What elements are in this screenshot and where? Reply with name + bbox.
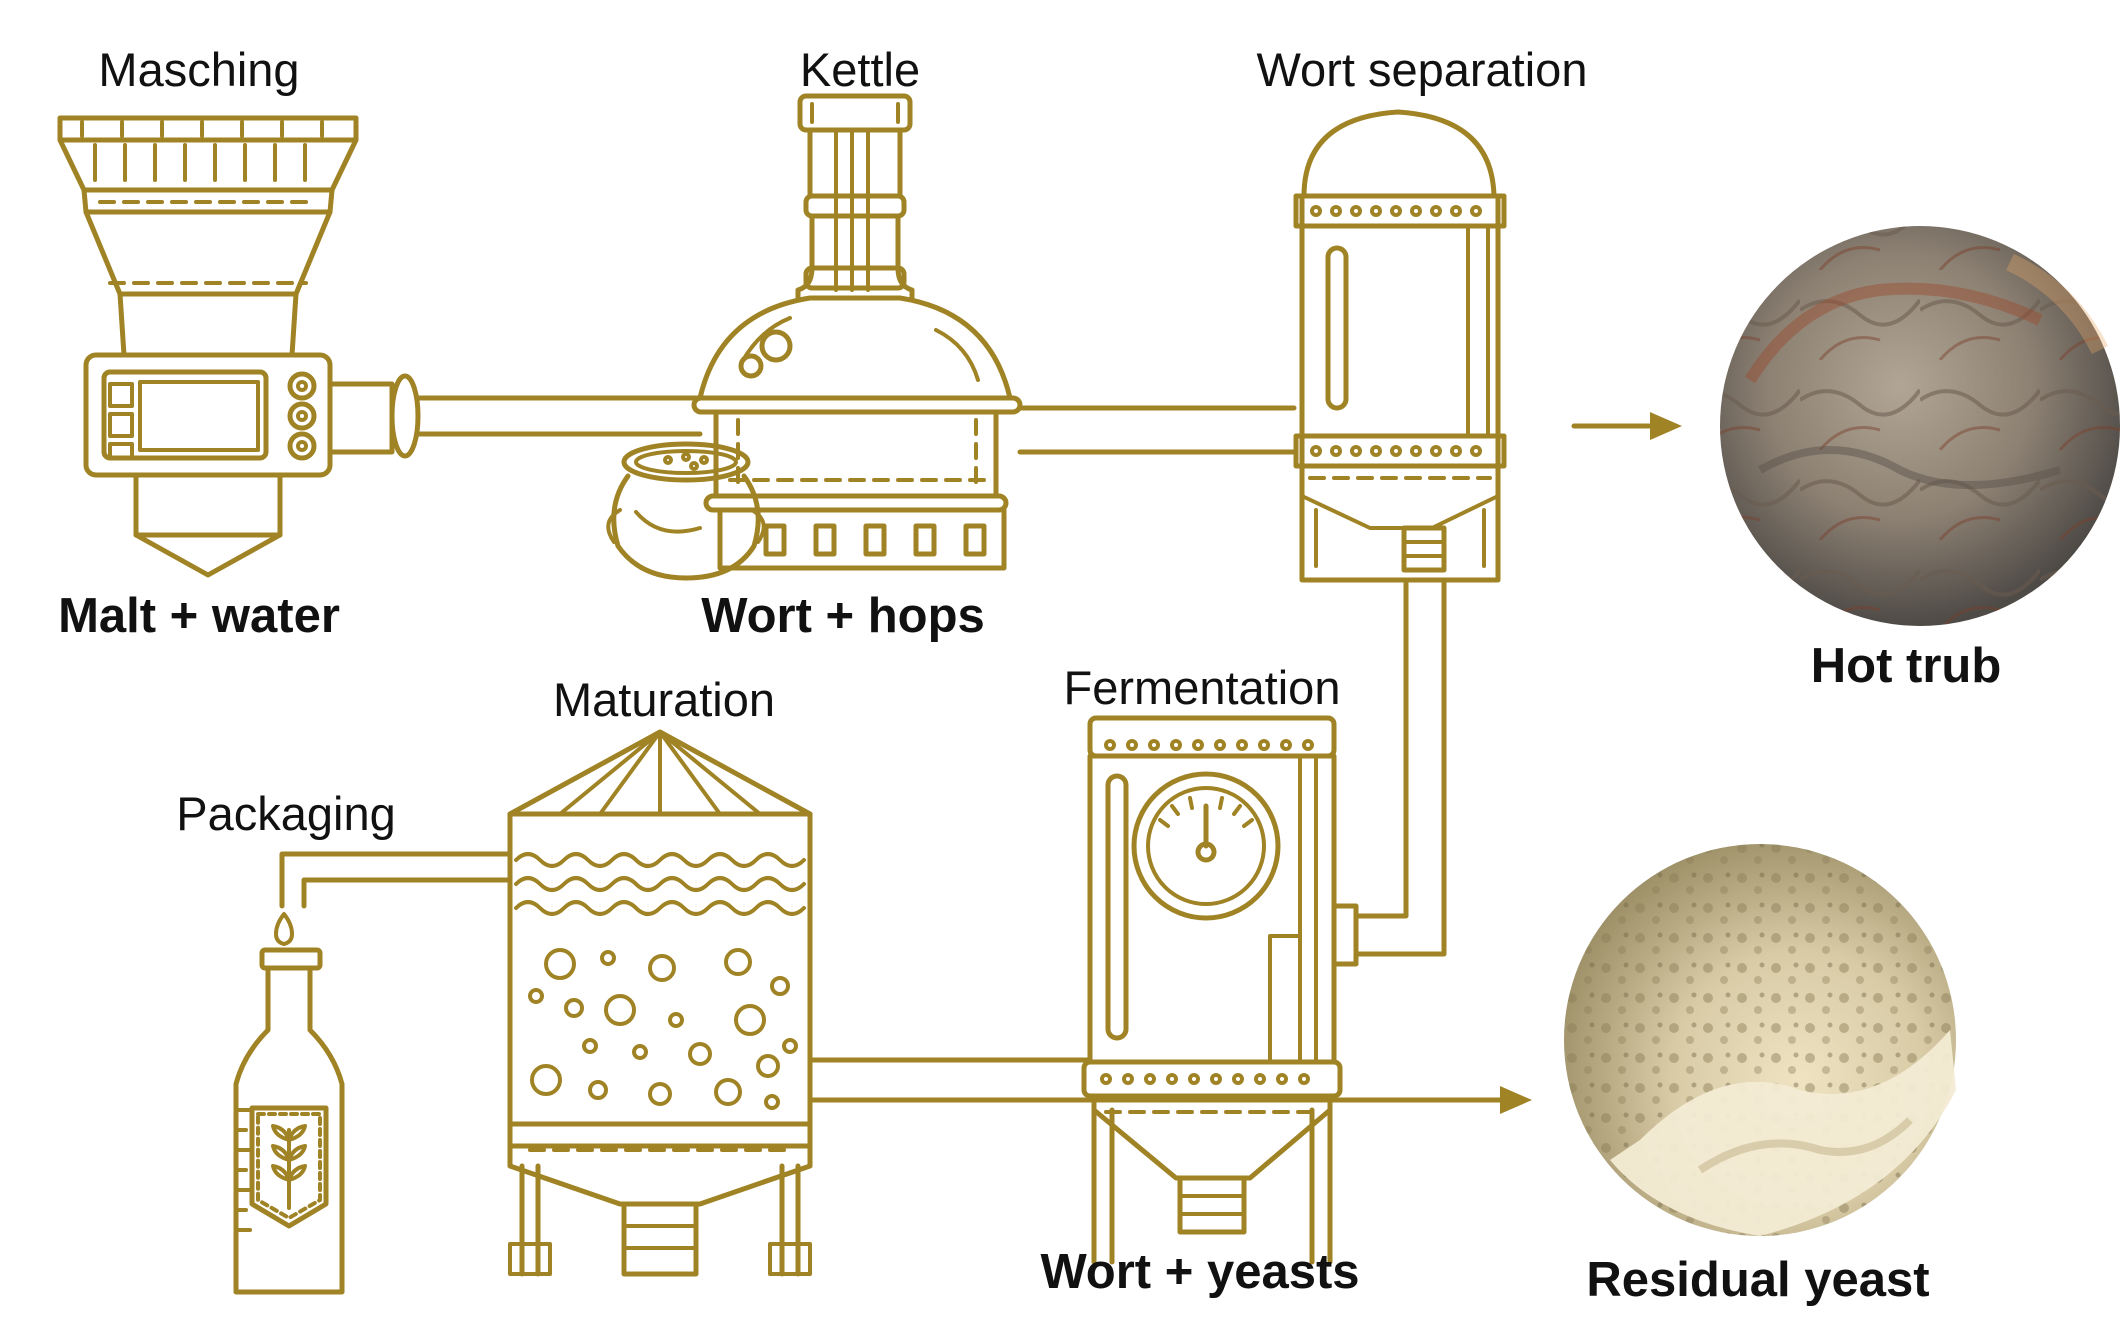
- residual-yeast-image: [1564, 844, 1956, 1236]
- wort-separation-tank: [1293, 109, 1507, 583]
- input-label-fermentation: Wort + yeasts: [1040, 1245, 1360, 1299]
- stage-label-wort-separation: Wort separation: [1256, 43, 1588, 96]
- pipe-wort-separation-to-fermentation: [1353, 577, 1447, 957]
- stage-label-masching: Masching: [98, 43, 300, 96]
- fermentation-tank: [1081, 715, 1359, 1265]
- pipe-masching-to-kettle: [415, 395, 703, 437]
- hot-trub-image: [1720, 226, 2120, 626]
- input-label-masching: Malt + water: [58, 589, 340, 643]
- stage-label-maturation: Maturation: [552, 673, 776, 726]
- output-label-residual-yeast: Residual yeast: [1586, 1253, 1930, 1307]
- hop-pot-icon: [606, 441, 766, 581]
- masching-machine: [57, 115, 421, 578]
- stage-label-fermentation: Fermentation: [1063, 661, 1341, 714]
- packaging-bottle: [233, 912, 345, 1295]
- input-label-kettle: Wort + hops: [701, 589, 985, 643]
- output-label-hot-trub: Hot trub: [1810, 639, 2002, 693]
- kettle-vessel: [691, 93, 1023, 571]
- arrow-to-residual-yeast: [807, 1086, 1532, 1114]
- pipe-maturation-to-packaging: [279, 851, 513, 909]
- stage-label-packaging: Packaging: [176, 787, 396, 840]
- maturation-tank: [507, 729, 813, 1277]
- stage-label-kettle: Kettle: [799, 43, 921, 96]
- arrow-to-hot-trub: [1571, 412, 1682, 440]
- pipe-kettle-to-wort-separation: [1017, 405, 1297, 455]
